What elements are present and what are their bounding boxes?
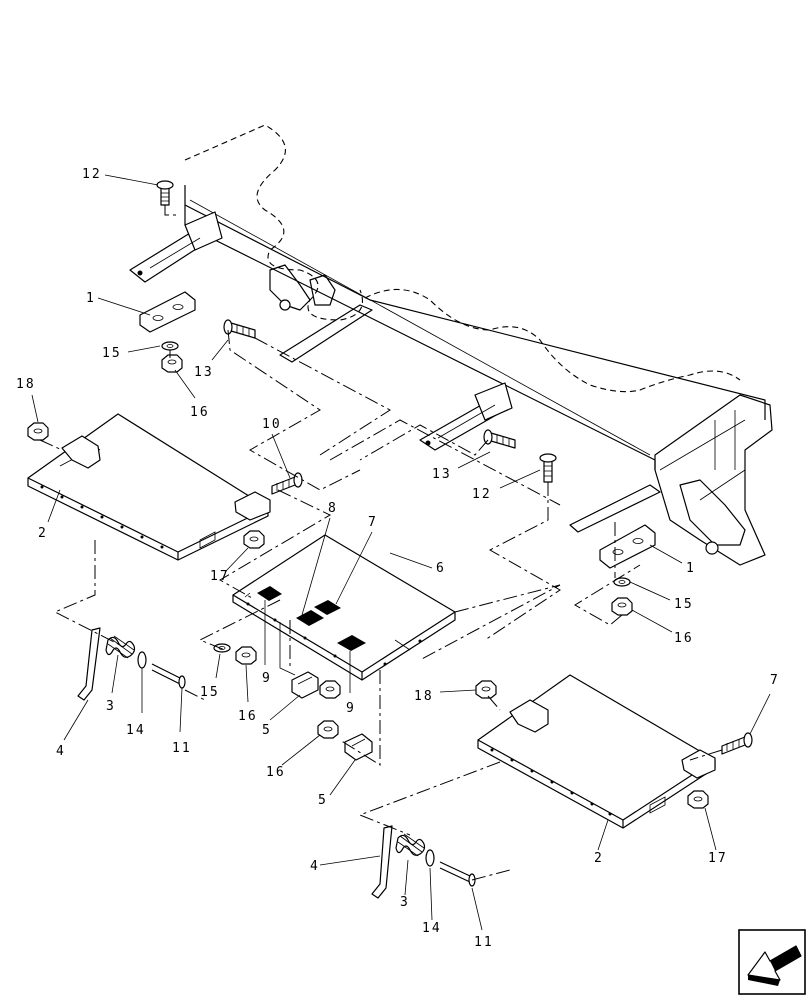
callout-11-right: 11 — [474, 935, 494, 950]
part-16-nut-top — [161, 354, 183, 373]
part-16-nut-low — [317, 720, 339, 739]
callout-4-right: 4 — [310, 859, 320, 874]
part-3-spring-left — [105, 635, 136, 659]
callout-16-right: 16 — [674, 631, 694, 646]
part-1-plate-top — [139, 291, 196, 333]
part-16-nut-mid — [235, 646, 257, 665]
part-14-washer-right — [425, 849, 435, 867]
callout-2-left: 2 — [38, 526, 48, 541]
callout-13-mid: 13 — [432, 467, 452, 482]
callout-labels: 12 1 15 13 16 18 10 2 17 8 7 6 9 9 15 16… — [16, 167, 780, 950]
frame-crossmember-right — [569, 484, 661, 533]
part-16-nut-right — [611, 597, 633, 616]
part-4-latch-handle-left — [77, 627, 101, 701]
part-17-nut-left — [243, 530, 265, 549]
callout-15-mid: 15 — [200, 685, 220, 700]
callout-17-left: 17 — [210, 569, 230, 584]
part-13-bolt-top — [223, 319, 256, 339]
frame-break-line-left — [184, 124, 364, 321]
part-9-decal-b — [337, 635, 366, 651]
callout-7-right: 7 — [770, 673, 780, 688]
part-18-nut-right — [475, 680, 497, 699]
callout-5-b: 5 — [318, 793, 328, 808]
callout-15-right: 15 — [674, 597, 694, 612]
part-6-center-panel — [232, 534, 456, 681]
callout-5-a: 5 — [262, 723, 272, 738]
callout-9-b: 9 — [346, 701, 356, 716]
part-16-nut-bracket — [319, 680, 341, 699]
part-8-decal — [296, 610, 324, 626]
part-3-spring-right — [395, 833, 426, 857]
part-15-washer-mid — [213, 643, 231, 653]
part-12-bolt-mid — [539, 453, 557, 483]
callout-12-top: 12 — [82, 167, 102, 182]
assembly-centerlines — [39, 205, 723, 881]
frame-break-line-right — [364, 288, 741, 393]
callout-16-mid: 16 — [238, 709, 258, 724]
part-15-washer-top — [161, 341, 179, 351]
callout-9-a: 9 — [262, 671, 272, 686]
callout-17-right: 17 — [708, 851, 728, 866]
part-2-door-panel-right — [477, 674, 716, 829]
frame-latch-bracket-left — [269, 264, 311, 311]
callout-16-low: 16 — [266, 765, 286, 780]
part-1-plate-right — [599, 524, 656, 569]
callout-3-right: 3 — [400, 895, 410, 910]
frame-rail-edge — [189, 199, 651, 456]
callout-10: 10 — [262, 417, 282, 432]
part-10-bolt — [271, 472, 303, 495]
previous-page-arrow-icon[interactable] — [738, 929, 806, 995]
part-11-pin-left — [151, 663, 186, 689]
callout-18-right: 18 — [414, 689, 434, 704]
callout-3-left: 3 — [106, 699, 116, 714]
callout-4-left: 4 — [56, 744, 66, 759]
part-5-bracket-a — [291, 671, 319, 699]
part-7-decal — [314, 600, 341, 615]
callout-13-top: 13 — [194, 365, 214, 380]
callout-1-right: 1 — [686, 561, 696, 576]
part-13-bolt-mid — [483, 429, 516, 449]
frame-side-casting — [654, 394, 773, 566]
door-latch-left — [61, 435, 101, 469]
hinge-bracket-center — [419, 382, 513, 451]
part-18-nut-left — [27, 422, 49, 441]
part-2-door-panel-left — [27, 413, 271, 561]
part-5-bracket-b — [344, 733, 373, 761]
door-hinge-left — [234, 491, 271, 521]
part-4-latch-handle-right — [371, 825, 393, 899]
callout-1-top: 1 — [86, 291, 96, 306]
frame-rail-upper — [184, 185, 766, 420]
part-7-bolt-right — [721, 732, 753, 755]
callout-16-top: 16 — [190, 405, 210, 420]
part-9-decal-a — [257, 586, 282, 601]
part-14-washer-left — [137, 651, 147, 669]
callout-14-left: 14 — [126, 723, 146, 738]
callout-18-left: 18 — [16, 377, 36, 392]
frame-crossmember — [279, 304, 373, 363]
frame-rail-assembly — [184, 124, 773, 566]
part-11-pin-right — [439, 861, 476, 887]
callout-7-mid: 7 — [368, 515, 378, 530]
callout-leaders — [31, 174, 771, 931]
callout-12-mid: 12 — [472, 487, 492, 502]
callout-14-right: 14 — [422, 921, 442, 936]
callout-2-right: 2 — [594, 851, 604, 866]
callout-11-left: 11 — [172, 741, 192, 756]
door-hinge-right — [681, 749, 716, 779]
frame-latch-bracket-left-2 — [309, 274, 336, 306]
door-latch-right — [509, 699, 549, 733]
hinge-bracket-upper-left — [129, 211, 223, 283]
part-12-bolt-top — [156, 180, 174, 206]
callout-6: 6 — [436, 561, 446, 576]
callout-8: 8 — [328, 501, 338, 516]
part-17-nut-right — [687, 790, 709, 809]
callout-15-top: 15 — [102, 346, 122, 361]
frame-latch-bracket-right — [679, 479, 746, 546]
